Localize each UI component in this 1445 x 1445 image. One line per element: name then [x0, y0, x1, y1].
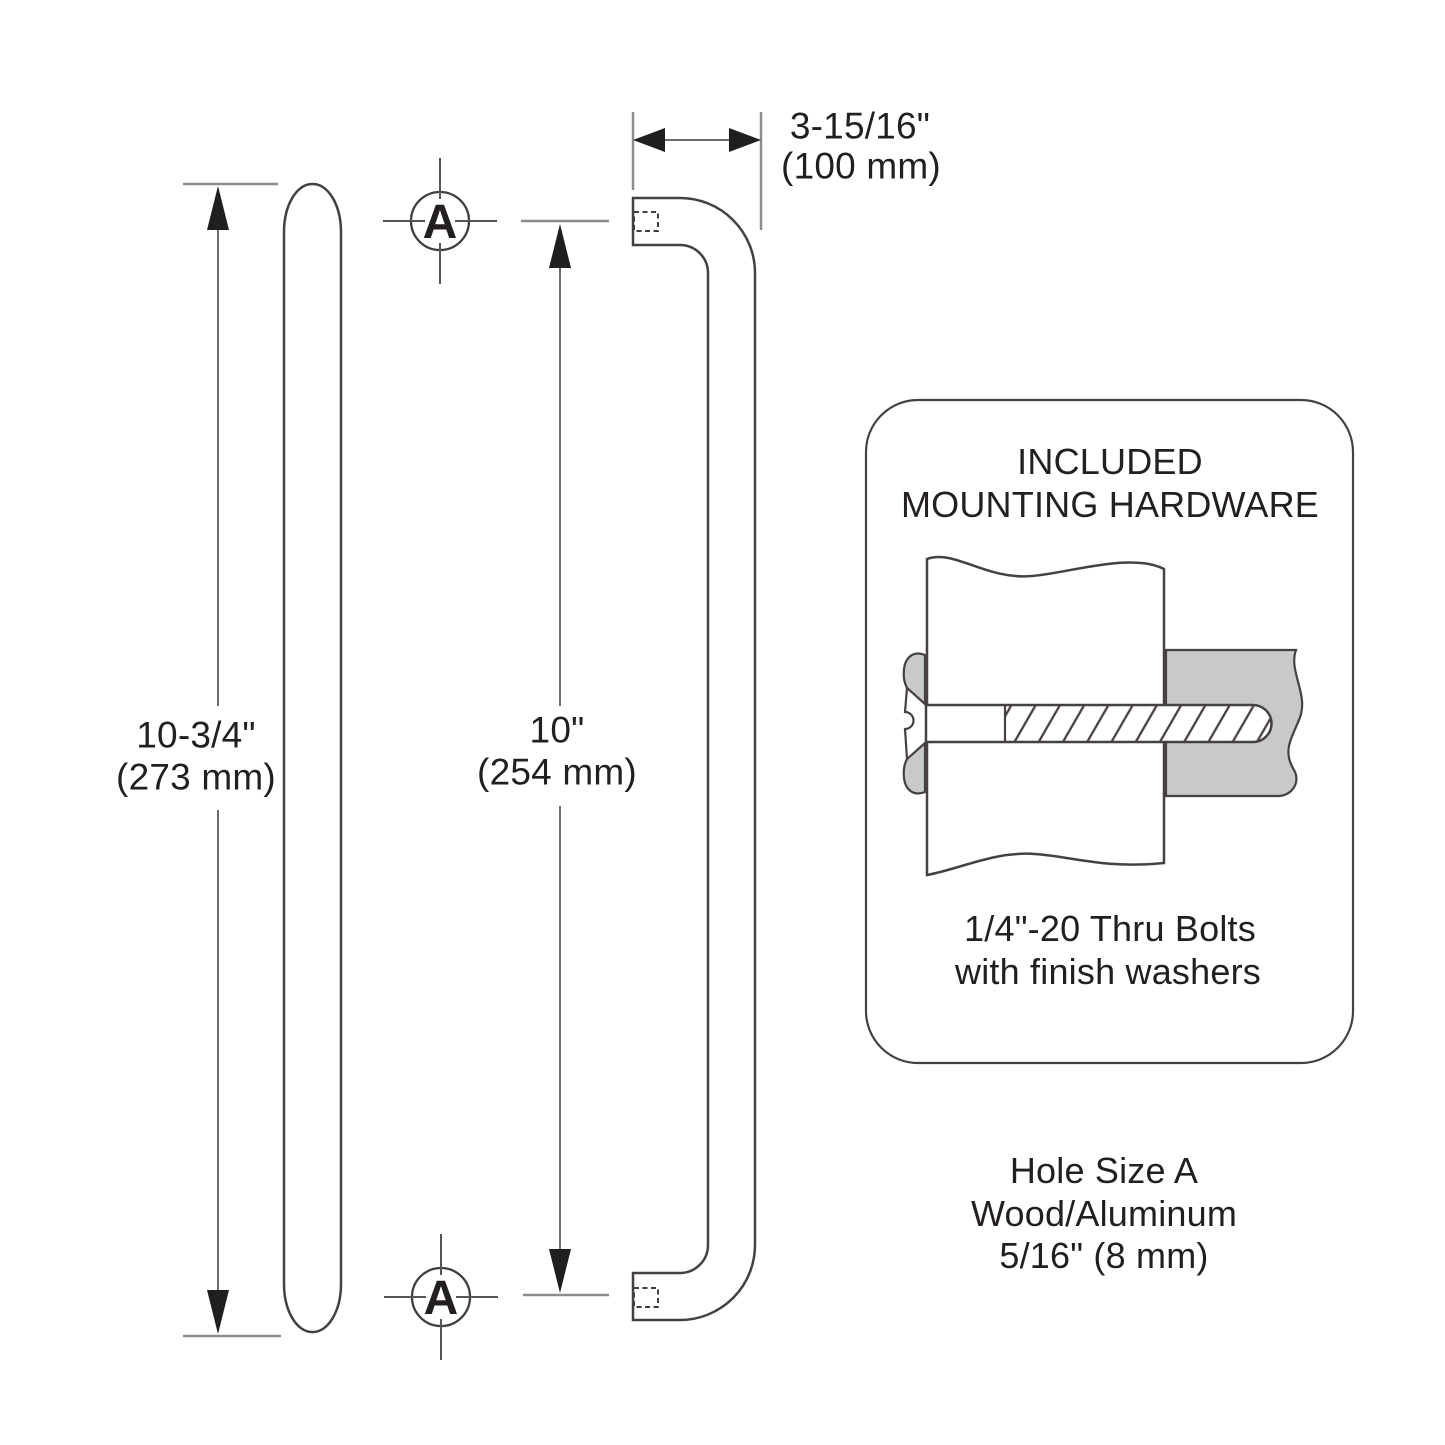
- hidden-hole-bottom: [633, 1287, 659, 1308]
- dimension-projection-width: [631, 112, 763, 230]
- dim-holes-metric: (254 mm): [477, 751, 637, 793]
- dimension-hole-spacing: [521, 219, 609, 1297]
- hardware-box-title-line2: MOUNTING HARDWARE: [900, 484, 1320, 525]
- dim-holes-value: 10": [529, 709, 585, 751]
- bolt-threads: [1005, 705, 1272, 742]
- dim-overall-value: 10-3/4": [136, 714, 256, 756]
- hole-marker-bottom: [384, 1234, 498, 1360]
- hole-marker-letter-bottom: A: [423, 1272, 459, 1325]
- hidden-hole-top: [633, 211, 659, 232]
- arrowhead-right: [729, 128, 761, 152]
- arrowhead-up: [207, 186, 229, 230]
- dimension-overall-length: [183, 182, 281, 1338]
- finish-washer-bottom: [902, 740, 927, 795]
- dim-width-metric: (100 mm): [781, 145, 941, 187]
- arrowhead-down: [207, 1290, 229, 1334]
- hole-note-line2: Wood/Aluminum: [970, 1193, 1238, 1234]
- screw-head-face: [903, 687, 915, 760]
- arrowhead-up: [549, 224, 571, 268]
- hole-note-line3: 5/16" (8 mm): [999, 1235, 1209, 1276]
- handle-side-view: [631, 196, 757, 1322]
- dim-width-value: 3-15/16": [789, 105, 931, 147]
- hole-marker-letter-top: A: [422, 196, 458, 249]
- dim-overall-metric: (273 mm): [116, 756, 276, 798]
- hardware-box-title-line1: INCLUDED: [1017, 441, 1203, 482]
- finish-washer-top: [902, 652, 927, 707]
- hole-note-line1: Hole Size A: [1009, 1150, 1199, 1191]
- arrowhead-down: [549, 1249, 571, 1293]
- hardware-box-caption-line2: with finish washers: [955, 951, 1261, 992]
- arrowhead-left: [633, 128, 665, 152]
- thru-bolt-section-illustration: [902, 555, 1304, 877]
- handle-front-view: [282, 182, 343, 1334]
- hardware-box-caption-line1: 1/4"-20 Thru Bolts: [964, 908, 1256, 949]
- hole-marker-top: [383, 158, 497, 284]
